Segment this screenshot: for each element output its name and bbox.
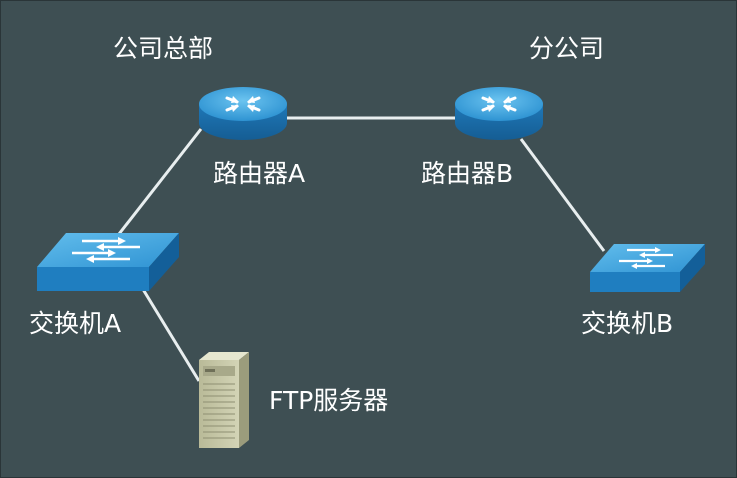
switch-b-icon bbox=[590, 244, 705, 292]
headquarters-label: 公司总部 bbox=[113, 34, 214, 63]
link-switch-a-ftp-server bbox=[139, 285, 201, 382]
router-b-label: 路由器B bbox=[421, 159, 514, 188]
ftp-server-icon bbox=[199, 352, 249, 448]
branch-label: 分公司 bbox=[529, 34, 605, 63]
link-router-b-switch-b bbox=[519, 138, 606, 252]
link-router-a-switch-a bbox=[117, 128, 203, 235]
switch-a-icon bbox=[37, 233, 179, 291]
ftp-server-label: FTP服务器 bbox=[269, 386, 389, 415]
router-b-icon bbox=[455, 87, 543, 140]
switch-a-label: 交换机A bbox=[29, 309, 122, 338]
router-a-label: 路由器A bbox=[213, 159, 306, 188]
switch-b-label: 交换机B bbox=[581, 309, 674, 338]
router-a-icon bbox=[199, 87, 287, 140]
